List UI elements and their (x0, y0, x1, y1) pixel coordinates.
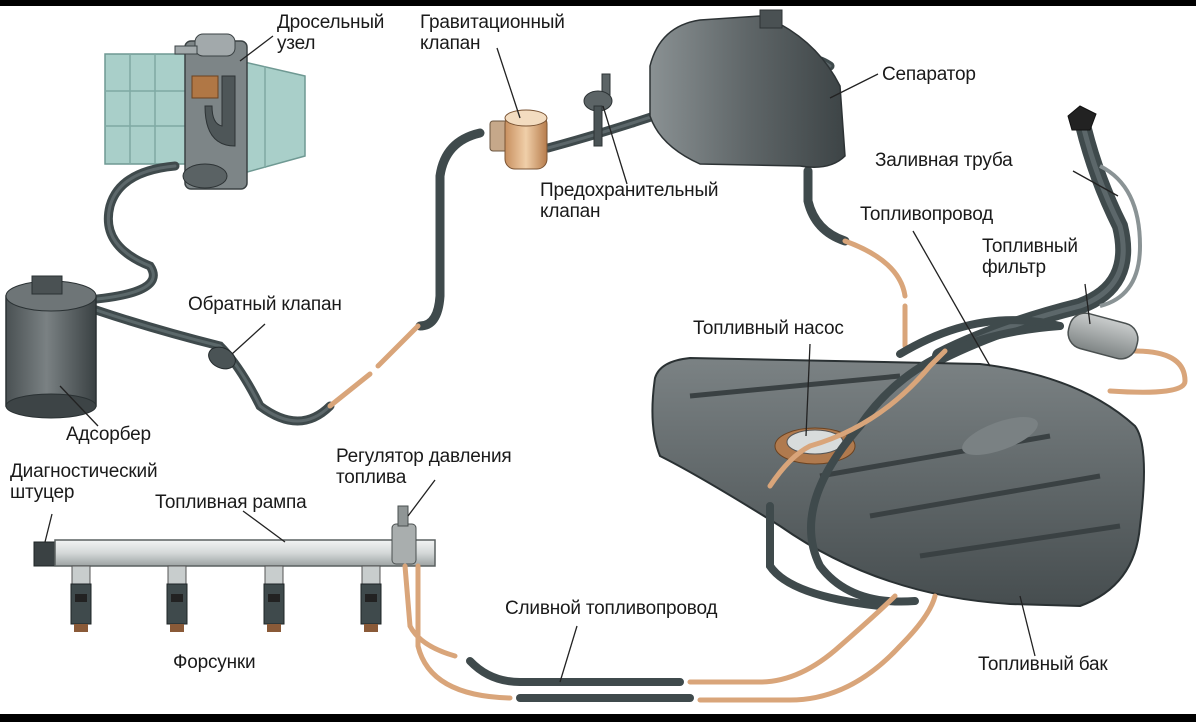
label-fuel-rail: Топливная рампа (155, 492, 307, 513)
check-valve-illustration (208, 346, 236, 370)
tank-copper-lines (767, 348, 1188, 489)
label-injectors: Форсунки (173, 652, 256, 673)
fuel-rail-illustration (33, 539, 436, 567)
bottom-hoses (466, 657, 694, 702)
throttle-body-illustration (104, 33, 306, 190)
fuel-filter-illustration (1067, 312, 1139, 360)
label-separator: Сепаратор (882, 64, 976, 85)
label-gravity-valve: Гравитационный клапан (420, 12, 565, 54)
diagram-canvas: Дросельный узел Гравитационный клапан Пр… (0, 6, 1196, 714)
label-return-line: Сливной топливопровод (505, 598, 718, 619)
gravity-valve-illustration (489, 109, 548, 170)
label-fuel-pump: Топливный насос (693, 318, 844, 339)
label-filler-pipe: Заливная труба (875, 150, 1013, 171)
label-safety-valve: Предохранительный клапан (540, 180, 719, 222)
separator-illustration (649, 9, 846, 168)
label-fuel-filter: Топливный фильтр (982, 236, 1078, 278)
label-check-valve: Обратный клапан (188, 294, 342, 315)
tank-hoses (766, 316, 1064, 610)
copper-vapor-line (327, 238, 908, 409)
fuel-tank-illustration (651, 356, 1145, 608)
label-adsorber: Адсорбер (66, 424, 151, 445)
label-diagnostic-fitting: Диагностический штуцер (10, 461, 158, 503)
label-fuel-line: Топливопровод (860, 204, 994, 225)
adsorber-illustration (5, 275, 97, 419)
injectors-illustration (70, 565, 382, 632)
label-pressure-regulator: Регулятор давления топлива (336, 446, 512, 488)
safety-valve-illustration (583, 73, 613, 147)
label-fuel-tank: Топливный бак (978, 654, 1108, 675)
label-throttle-body: Дросельный узел (277, 12, 385, 54)
leader-lines (44, 35, 1119, 683)
bottom-copper-lines (402, 563, 938, 703)
filler-pipe-illustration (932, 105, 1143, 364)
fuel-system-illustration (5, 9, 1188, 703)
pressure-regulator-illustration (391, 505, 417, 565)
